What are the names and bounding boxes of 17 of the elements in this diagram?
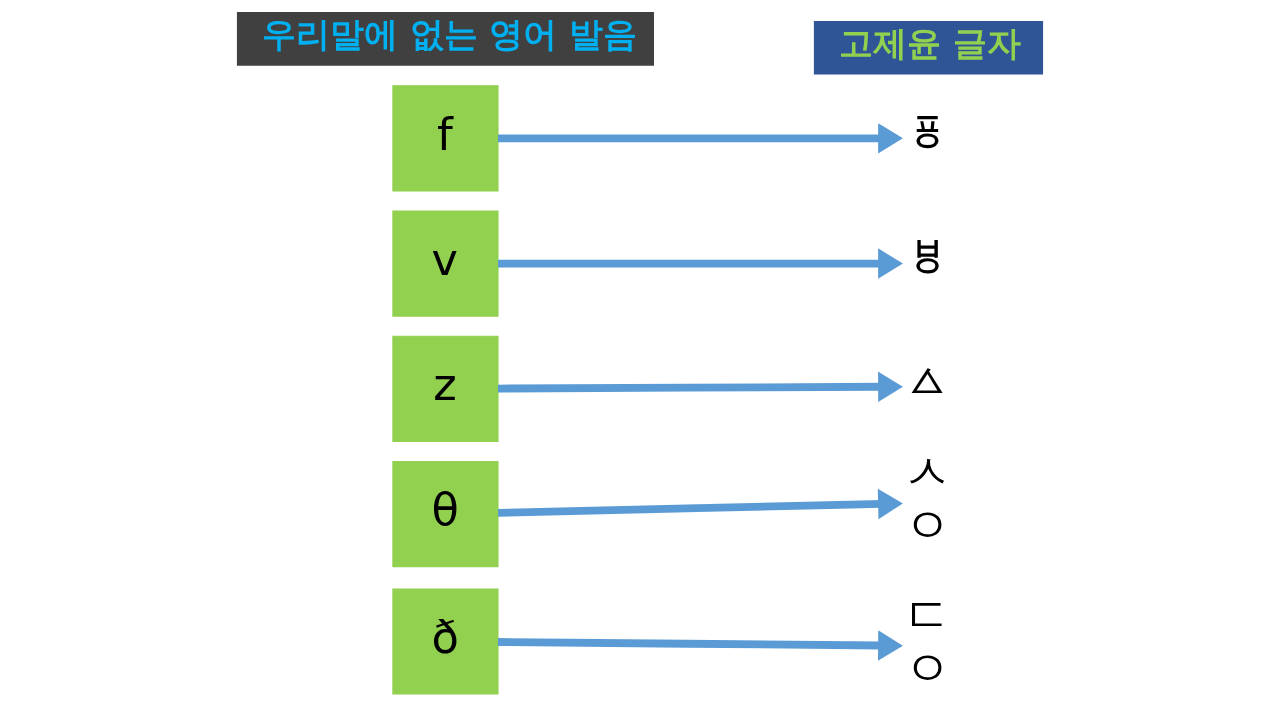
node-text: ㅅㅇ: [903, 442, 953, 555]
node-box: 고제윤 글자: [813, 20, 1044, 75]
node-text: ㆄ: [903, 104, 953, 163]
arrow: [498, 630, 903, 661]
arrow: [498, 371, 903, 402]
arrow: [498, 248, 903, 279]
node-box: 우리말에 없는 영어 발음: [236, 11, 654, 66]
node-text: ㄷㅇ: [903, 585, 953, 698]
arrow: [498, 123, 903, 154]
node-box: ð: [392, 588, 499, 695]
node-box: θ: [392, 460, 499, 568]
node-box: z: [392, 335, 499, 442]
node-text: ㅿ: [903, 353, 953, 412]
node-box: v: [392, 210, 499, 317]
arrow: [497, 488, 903, 520]
node-box: f: [392, 85, 499, 192]
node-text: ㅸ: [903, 230, 953, 289]
